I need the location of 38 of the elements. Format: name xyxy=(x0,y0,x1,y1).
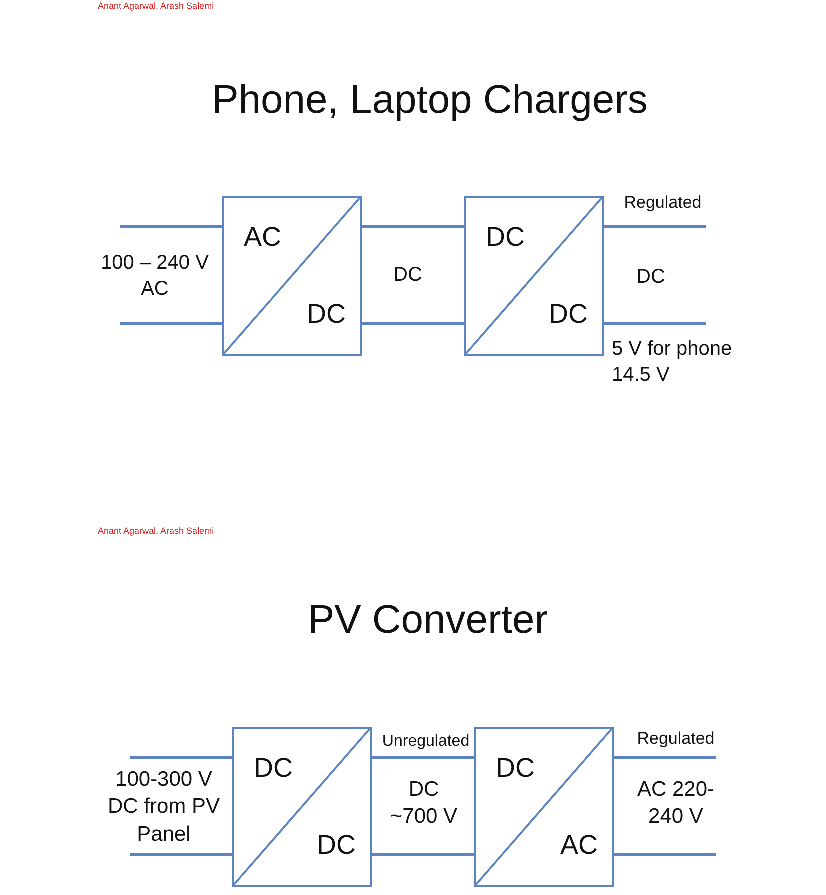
converter-box xyxy=(232,727,372,887)
voltage-label: DC xyxy=(636,265,666,290)
voltage-label: 100 – 240 V AC xyxy=(100,251,210,302)
author-credit: Anant Agarwal, Arash Salemi xyxy=(98,526,214,538)
regulation-label: Regulated xyxy=(624,192,702,214)
wire xyxy=(120,322,222,326)
wire xyxy=(614,854,716,856)
wire xyxy=(372,854,474,856)
voltage-label: DC ~700 V xyxy=(389,777,459,830)
converter-label: DC xyxy=(486,224,525,251)
voltage-label: 5 V for phone 14.5 V xyxy=(612,337,734,388)
regulation-label: Regulated xyxy=(637,728,715,750)
converter-box xyxy=(474,727,614,887)
wire xyxy=(604,322,706,326)
converter-box xyxy=(222,196,362,356)
wire xyxy=(120,226,222,228)
voltage-label: AC 220-240 V xyxy=(636,777,716,830)
converter-label: AC xyxy=(244,224,282,251)
converter-label: AC xyxy=(560,832,598,859)
wire xyxy=(362,226,464,228)
slide-title: PV Converter xyxy=(308,597,548,644)
wire xyxy=(130,756,232,760)
wire xyxy=(130,854,232,856)
wire xyxy=(614,756,716,760)
voltage-label: DC xyxy=(394,263,422,288)
author-credit: Anant Agarwal, Arash Salemi xyxy=(98,1,214,13)
wire xyxy=(372,756,474,760)
converter-label: DC xyxy=(254,755,293,782)
converter-box xyxy=(464,196,604,356)
wire xyxy=(362,322,464,326)
regulation-label: Unregulated xyxy=(382,732,470,752)
converter-label: DC xyxy=(549,301,588,328)
voltage-label: 100-300 V DC from PV Panel xyxy=(106,767,221,848)
slide-title: Phone, Laptop Chargers xyxy=(212,77,648,124)
wire xyxy=(604,226,706,228)
converter-label: DC xyxy=(307,301,346,328)
converter-label: DC xyxy=(496,755,535,782)
converter-label: DC xyxy=(317,832,356,859)
